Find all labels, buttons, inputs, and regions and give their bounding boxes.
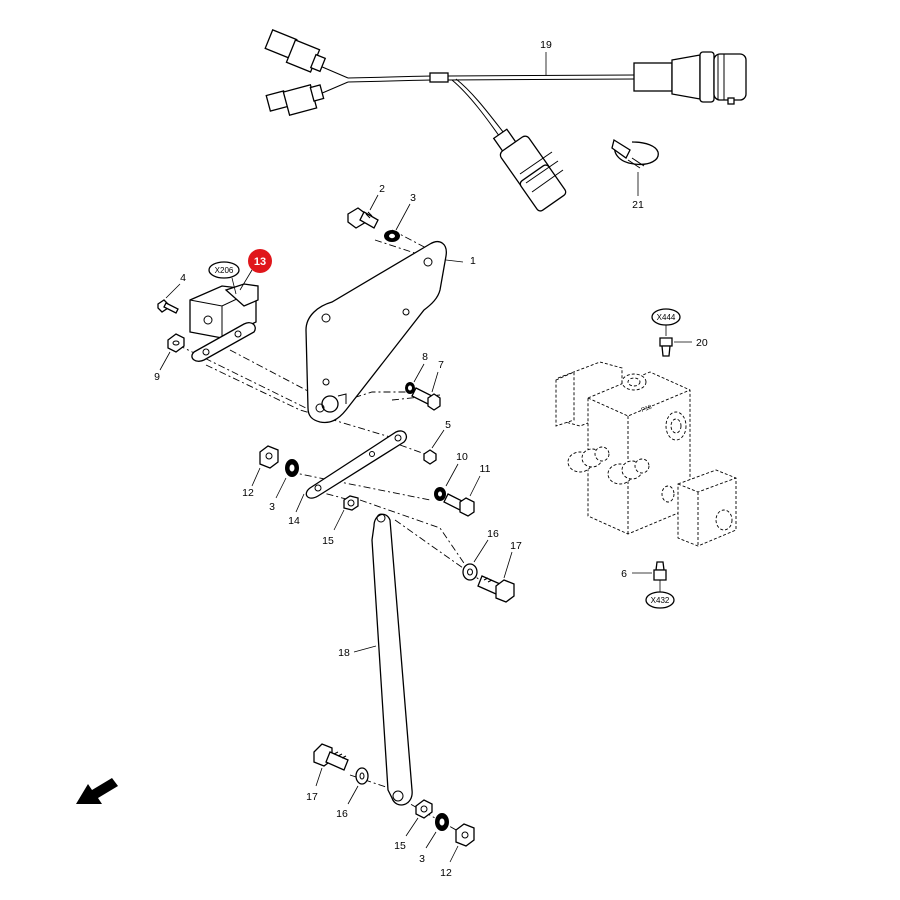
callout-9: 9 [154, 371, 160, 383]
mounting-bracket[interactable]: 1 [305, 241, 476, 424]
washer-16-bottom[interactable]: 16 [336, 767, 369, 820]
valve-marking: P18 [641, 404, 654, 414]
pressure-switch-20[interactable]: X444 20 [651, 308, 708, 357]
wiring-harness[interactable]: 19 [264, 29, 747, 213]
ref-x444: X444 [657, 313, 676, 322]
link-plate-14[interactable]: 14 [288, 430, 408, 527]
callout-20: 20 [696, 337, 708, 349]
callout-4: 4 [180, 272, 186, 284]
callout-circle-icon [248, 249, 272, 273]
callout-21: 21 [632, 199, 644, 211]
callout-10: 10 [456, 451, 468, 463]
ref-x432: X432 [651, 596, 670, 605]
callout-3-bottom: 3 [419, 853, 425, 865]
washer-16-right[interactable]: 16 [462, 528, 499, 581]
svg-text:X206: X206 [215, 266, 234, 275]
harness-connector-a [264, 29, 327, 73]
bolt-7[interactable]: 7 [411, 359, 444, 411]
callout-7: 7 [438, 359, 444, 371]
washer-3-mid[interactable]: 3 [269, 459, 299, 513]
callout-16-right: 16 [487, 528, 499, 540]
washer-10[interactable]: 10 [434, 451, 468, 501]
valve-fitting-left [567, 446, 610, 473]
callout-18: 18 [338, 647, 350, 659]
nut-12-upper[interactable]: 12 [242, 445, 279, 499]
callout-15-bottom: 15 [394, 840, 406, 852]
bolt-2[interactable]: 2 [347, 183, 385, 229]
callout-3-mid: 3 [269, 501, 275, 513]
nut-9[interactable]: 9 [154, 333, 185, 383]
callout-5: 5 [445, 419, 451, 431]
svg-text:13: 13 [254, 256, 266, 268]
callout-8: 8 [422, 351, 428, 363]
ref-x206: X206 [208, 261, 240, 295]
rod-18[interactable]: 18 [338, 513, 413, 806]
hose-clamp[interactable]: 21 [611, 138, 659, 211]
callout-17-bottom: 17 [306, 791, 318, 803]
callout-1: 1 [470, 255, 476, 267]
callout-19: 19 [540, 39, 552, 51]
bushing-15-bottom[interactable]: 15 [394, 799, 433, 852]
direction-arrow-icon [76, 778, 118, 804]
washer-3-top[interactable]: 3 [384, 192, 416, 242]
highlight-callout-13[interactable]: 13 [239, 249, 272, 291]
washer-3-bottom[interactable]: 3 [419, 813, 449, 865]
pressure-switch-6[interactable]: 6 X432 [621, 561, 675, 609]
callout-3-top: 3 [410, 192, 416, 204]
bolt-11[interactable]: 11 [443, 463, 491, 517]
callout-16-bottom: 16 [336, 808, 348, 820]
sensor-13[interactable]: X206 13 [189, 249, 272, 362]
callout-2: 2 [379, 183, 385, 195]
callout-11: 11 [480, 463, 491, 475]
washer-8[interactable]: 8 [405, 351, 428, 394]
round-connector-main [633, 51, 747, 105]
harness-connector-b [265, 83, 325, 117]
nut-5[interactable]: 5 [423, 419, 451, 465]
callout-6: 6 [621, 568, 627, 580]
valve-block[interactable]: P18 [555, 361, 737, 547]
bolt-17-right[interactable]: 17 [477, 540, 522, 603]
round-connector-lower [492, 128, 567, 212]
callout-17-right: 17 [510, 540, 522, 552]
screw-4[interactable]: 4 [157, 272, 186, 314]
valve-fitting-right [607, 458, 650, 485]
callout-14: 14 [288, 515, 300, 527]
nut-12-bottom[interactable]: 12 [440, 823, 475, 879]
callout-12-bottom: 12 [440, 867, 452, 879]
callout-15-upper: 15 [322, 535, 334, 547]
bolt-17-bottom[interactable]: 17 [306, 743, 349, 803]
callout-12-upper: 12 [242, 487, 254, 499]
bushing-15-upper[interactable]: 15 [322, 495, 359, 547]
